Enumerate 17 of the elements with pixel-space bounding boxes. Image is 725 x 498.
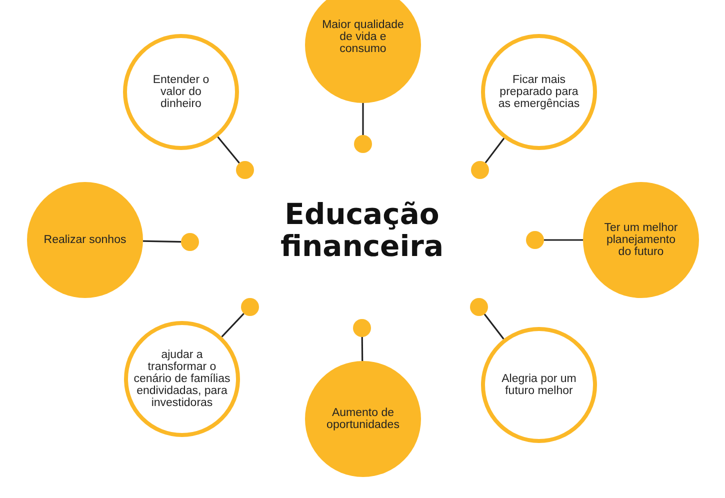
topic-text: Entender o valor do dinheiro [152, 74, 210, 110]
topic-text: Realizar sonhos [44, 234, 126, 246]
topic-text: Alegria por um futuro melhor [500, 373, 578, 397]
topic-text: ajudar a transformar o cenário de famílias endividadas, para investidoras [132, 349, 232, 409]
topic-text: Maior qualidade de vida e consumo [321, 19, 405, 55]
connector-line [484, 314, 504, 340]
connector-line [362, 103, 364, 135]
topic-text: Ficar mais preparado para as emergências [497, 74, 581, 110]
connector-line [217, 136, 240, 164]
connector-line [544, 239, 583, 241]
connector-line [361, 337, 364, 362]
topic-text: Ter um melhor planejamento do futuro [603, 222, 679, 258]
connector-line [221, 313, 244, 338]
connector-line [484, 138, 505, 164]
title: Educação financeira [279, 198, 445, 262]
topic-text: Aumento de oportunidades [326, 407, 400, 431]
connector-line [142, 240, 182, 243]
